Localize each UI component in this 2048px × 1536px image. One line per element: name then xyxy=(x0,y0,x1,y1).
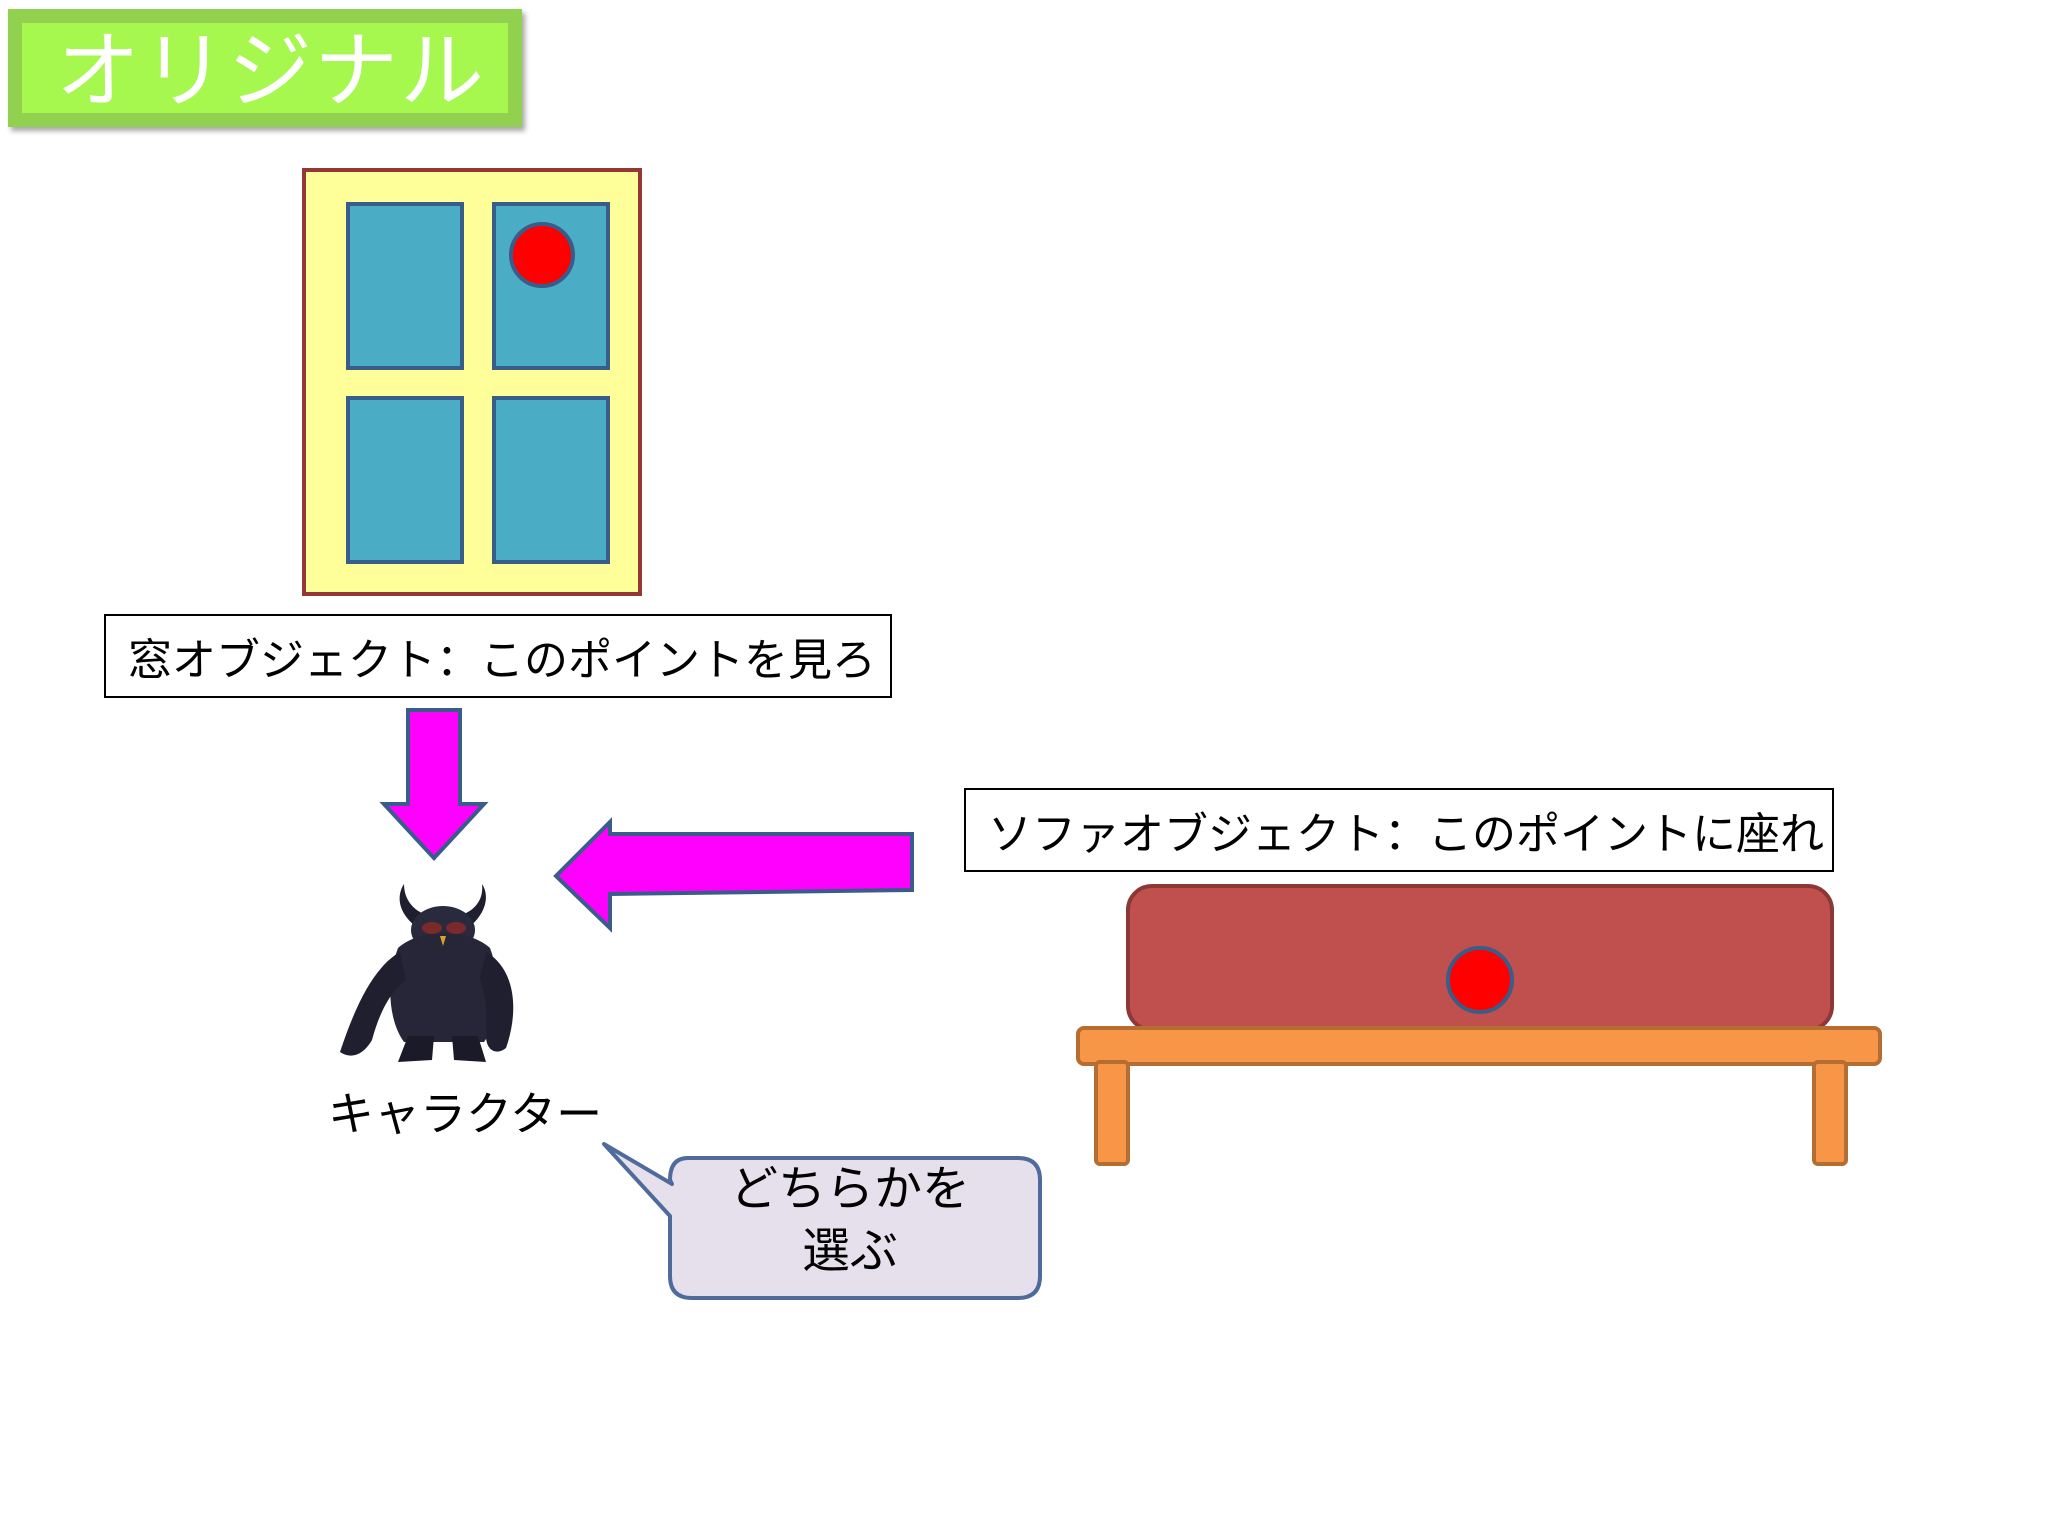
speech-bubble-line-2: 選ぶ xyxy=(801,1223,898,1279)
title-banner-inner xyxy=(22,23,508,113)
arrow-down-icon xyxy=(379,708,489,861)
sofa-object-label: ソファオブジェクト：このポイントに座れ xyxy=(964,788,1834,872)
sofa-sit-point xyxy=(1446,946,1514,1014)
window-look-point xyxy=(509,222,575,288)
page-title: オリジナル xyxy=(56,22,487,120)
window-pane-top-left xyxy=(346,202,464,370)
window-pane-bottom-right xyxy=(492,396,610,564)
character-icon xyxy=(340,884,514,1062)
sofa-base xyxy=(1076,1026,1882,1066)
arrow-left-icon xyxy=(553,817,914,933)
speech-bubble-line-1: どちらかを xyxy=(729,1161,970,1217)
sofa-leg-right xyxy=(1812,1060,1848,1166)
speech-bubble xyxy=(602,1142,1042,1300)
speech-bubble-text: どちらかを 選ぶ xyxy=(664,1158,1036,1282)
sofa-leg-left xyxy=(1094,1060,1130,1166)
window-object xyxy=(302,168,642,596)
title-banner: オリジナル xyxy=(8,9,522,127)
character-label: キャラクター xyxy=(328,1087,603,1141)
sofa-object xyxy=(1076,884,1882,1166)
window-object-label: 窓オブジェクト：このポイントを見ろ xyxy=(104,614,892,698)
window-pane-bottom-left xyxy=(346,396,464,564)
